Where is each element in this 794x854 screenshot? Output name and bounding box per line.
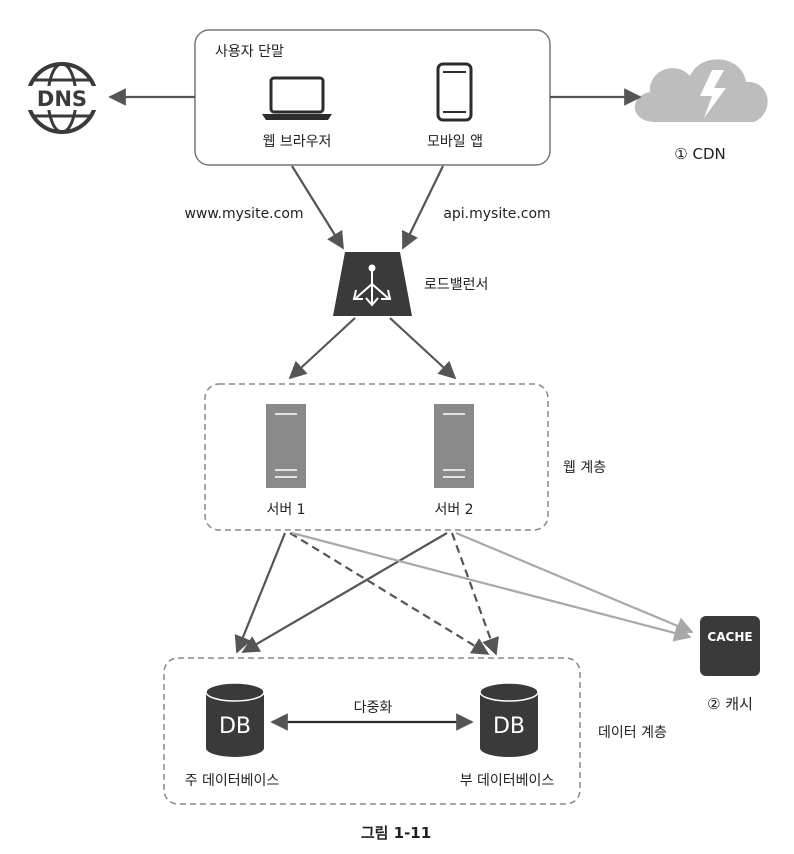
data-tier-box — [163, 657, 581, 805]
load-balancer-icon — [333, 252, 412, 316]
arrow-server2-to-slave-db — [450, 532, 499, 656]
cache-icon: CACHE — [700, 616, 760, 676]
master-db-label: 주 데이터베이스 — [185, 773, 280, 789]
cdn-label: ① CDN — [674, 145, 725, 163]
user-terminal-group: 사용자 단말 웹 브라우저 모바일 앱 — [194, 29, 551, 166]
web-tier-label: 웹 계층 — [563, 460, 606, 476]
web-browser-label: 웹 브라우저 — [263, 134, 332, 150]
slave-db-icon: DB — [479, 682, 539, 757]
replication-label: 다중화 — [354, 700, 393, 716]
dns-globe-icon: DNS — [24, 62, 100, 134]
server2-icon — [434, 404, 474, 488]
web-tier-box — [204, 383, 549, 531]
mobile-phone-icon — [436, 62, 473, 122]
cache-label: ② 캐시 — [707, 695, 753, 713]
server2-label: 서버 2 — [434, 502, 473, 518]
dns-label: DNS — [37, 87, 87, 111]
user-terminal-title: 사용자 단말 — [215, 44, 284, 60]
cache-icon-text: CACHE — [707, 630, 752, 644]
arrow-server2-to-master-db — [241, 532, 448, 653]
arrow-server2-to-cache — [455, 531, 694, 634]
data-tier-label: 데이터 계층 — [598, 725, 667, 741]
server1-label: 서버 1 — [266, 502, 305, 518]
slave-db-label: 부 데이터베이스 — [460, 773, 555, 789]
cdn-cloud-icon — [634, 59, 768, 122]
master-db-icon-text: DB — [219, 714, 251, 739]
slave-db-icon-text: DB — [493, 714, 525, 739]
mobile-app-label: 모바일 앱 — [427, 134, 483, 150]
master-db-icon: DB — [205, 682, 265, 757]
arrow-server1-to-master-db — [234, 532, 287, 654]
laptop-icon — [262, 76, 332, 120]
web-url-label: www.mysite.com — [184, 206, 303, 222]
arrow-api-to-lb — [402, 165, 444, 250]
arrow-lb-to-server2 — [389, 317, 457, 380]
api-url-label: api.mysite.com — [443, 206, 550, 222]
arrow-lb-to-server1 — [288, 317, 356, 380]
load-balancer-label: 로드밸런서 — [424, 277, 488, 293]
server1-icon — [266, 404, 306, 488]
arrow-web-to-lb — [291, 165, 344, 250]
arrow-server1-to-cache — [291, 531, 692, 642]
figure-caption: 그림 1-11 — [361, 824, 431, 842]
